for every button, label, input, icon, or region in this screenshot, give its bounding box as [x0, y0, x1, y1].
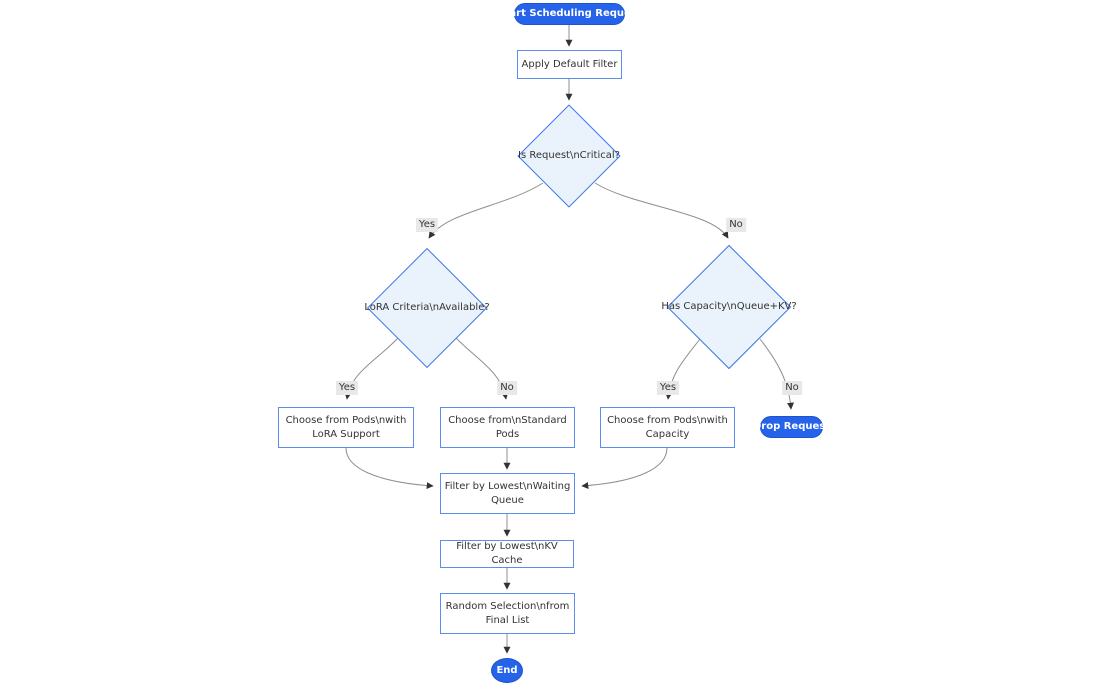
- node-label: Is Request\nCritical?: [518, 150, 620, 161]
- node-apply-default-filter: Apply Default Filter: [517, 50, 622, 79]
- node-label: Choose from Pods\nwith Capacity: [607, 414, 728, 440]
- edge-capacity-no: [759, 338, 795, 410]
- node-has-capacity-queue-kv: Has Capacity\nQueue+KV?: [661, 244, 797, 370]
- node-start-scheduling-request: Start Scheduling Request: [497, 3, 642, 25]
- edge-critical-no: [594, 182, 729, 239]
- node-lora-criteria-available: LoRA Criteria\nAvailable?: [364, 247, 490, 369]
- node-random-selection-final-list: Random Selection\nfrom Final List: [440, 593, 575, 634]
- node-label: Start Scheduling Request: [497, 8, 642, 19]
- node-choose-pods-capacity: Choose from Pods\nwith Capacity: [600, 407, 735, 448]
- node-filter-lowest-waiting-queue: Filter by Lowest\nWaiting Queue: [440, 473, 575, 514]
- node-label: End: [496, 664, 518, 676]
- node-label: Apply Default Filter: [521, 58, 618, 70]
- node-label: Choose from\nStandard Pods: [448, 414, 567, 440]
- edge-label-capacity-no: No: [782, 381, 802, 395]
- node-label: Filter by Lowest\nKV Cache: [456, 541, 558, 566]
- edge-label-lora-no: No: [497, 381, 517, 395]
- edge-lora-pods-to-filter: [345, 447, 434, 490]
- node-label: Filter by Lowest\nWaiting Queue: [444, 480, 571, 506]
- node-choose-standard-pods: Choose from\nStandard Pods: [440, 407, 575, 448]
- node-label: Random Selection\nfrom Final List: [445, 600, 570, 626]
- node-drop-request: Drop Request: [753, 416, 830, 438]
- node-label: Has Capacity\nQueue+KV?: [661, 301, 797, 312]
- node-is-request-critical: Is Request\nCritical?: [517, 104, 621, 208]
- edge-label-critical-yes: Yes: [415, 218, 439, 232]
- node-end: End: [491, 658, 523, 683]
- node-choose-pods-lora-support: Choose from Pods\nwith LoRA Support: [278, 407, 414, 448]
- node-label: Drop Request: [752, 421, 831, 432]
- edge-label-capacity-yes: Yes: [656, 381, 680, 395]
- edge-cap-pods-to-filter: [581, 447, 668, 490]
- node-label: Choose from Pods\nwith LoRA Support: [285, 414, 407, 440]
- edge-label-lora-yes: Yes: [335, 381, 359, 395]
- edge-label-critical-no: No: [726, 218, 746, 232]
- node-filter-lowest-kv-cache: Filter by Lowest\nKV Cache: [440, 540, 574, 568]
- node-label: LoRA Criteria\nAvailable?: [364, 302, 490, 313]
